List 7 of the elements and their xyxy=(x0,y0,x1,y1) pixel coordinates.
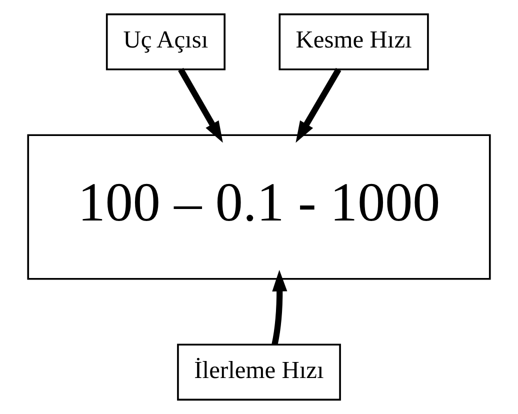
node-box: 100 – 0.1 - 1000 xyxy=(27,134,491,280)
node-box: Kesme Hızı xyxy=(278,13,429,70)
node-box: Uç Açısı xyxy=(106,13,226,70)
arrow xyxy=(296,68,342,143)
arrow xyxy=(178,68,223,143)
arrow xyxy=(272,270,288,346)
node-box: İlerleme Hızı xyxy=(177,344,341,401)
